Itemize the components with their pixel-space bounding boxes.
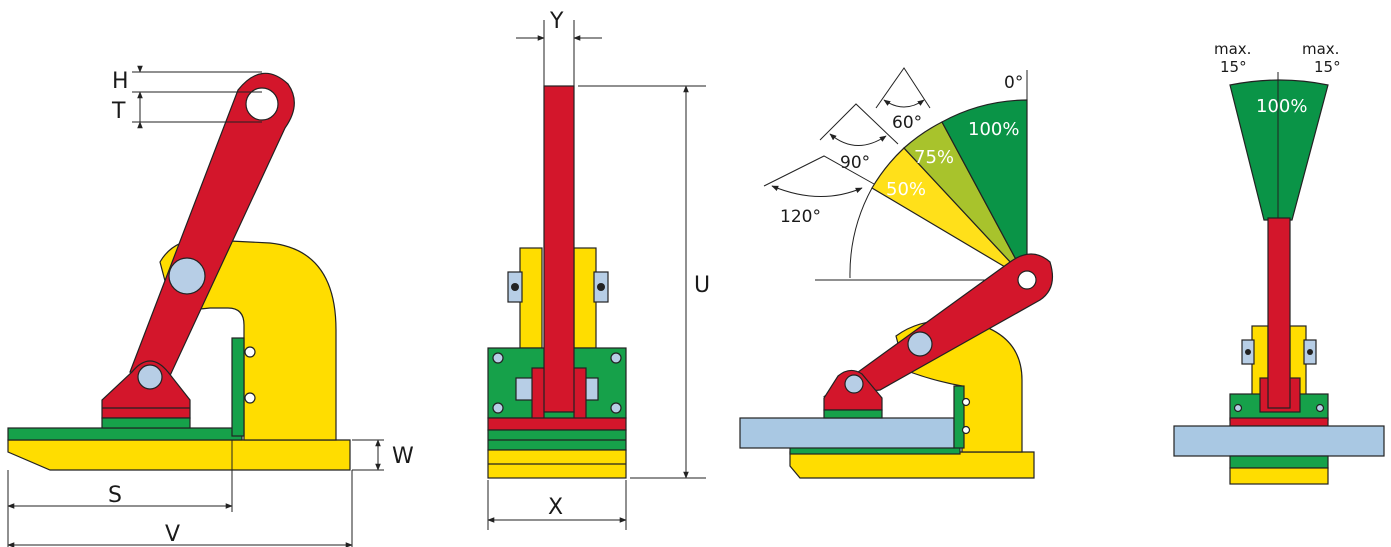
dim-v-label: V	[165, 522, 180, 547]
lateral-max-left-angle: 15°	[1220, 58, 1247, 76]
front-cheek-left	[519, 247, 543, 349]
svg-text:120°: 120°	[780, 207, 821, 227]
front-view: Y U X	[487, 9, 710, 530]
side-lower-jaw	[7, 439, 351, 471]
lateral-max-right-angle: 15°	[1314, 58, 1341, 76]
side-lever-eye	[245, 87, 279, 121]
zone-50-label: 50%	[886, 179, 926, 200]
dim-w-label: W	[392, 444, 414, 469]
tilt-lever-eye	[1017, 270, 1037, 290]
angle-120: 120°	[763, 155, 875, 227]
dim-x-label: X	[548, 495, 563, 520]
dim-t-label: T	[111, 99, 126, 124]
angle-60: 60°	[875, 67, 931, 133]
zone-100-label: 100%	[968, 119, 1019, 140]
tilt-view: 100% 75% 50% 0° 60° 90° 120°	[739, 67, 1053, 479]
dim-h-label: H	[112, 69, 129, 94]
side-lower-pivot	[137, 364, 163, 390]
lateral-zone-label: 100%	[1256, 96, 1307, 117]
tilt-steel-plate	[739, 417, 955, 449]
zone-75-label: 75%	[914, 147, 954, 168]
dim-y-label: Y	[549, 9, 564, 34]
front-lever	[543, 85, 575, 413]
side-upper-pivot	[168, 257, 206, 295]
dim-s-label: S	[108, 483, 122, 508]
lateral-max-right: max.	[1302, 40, 1339, 58]
side-plate	[7, 427, 243, 441]
svg-text:90°: 90°	[840, 153, 870, 173]
lateral-lever	[1267, 217, 1291, 409]
angle-0-label: 0°	[1004, 73, 1023, 93]
lateral-view: 100% max. 15° max. 15°	[1173, 40, 1385, 485]
lateral-zone-100	[1229, 79, 1329, 221]
side-lever	[129, 72, 295, 381]
angle-90: 90°	[819, 103, 899, 173]
lateral-max-left: max.	[1214, 40, 1251, 58]
side-view: H T W S V	[7, 65, 414, 547]
lateral-steel-plate	[1173, 425, 1385, 457]
dim-u-label: U	[694, 273, 710, 298]
side-pad	[231, 337, 245, 437]
svg-text:60°: 60°	[892, 113, 922, 133]
front-cheek-right	[573, 247, 597, 349]
side-base	[101, 360, 191, 419]
